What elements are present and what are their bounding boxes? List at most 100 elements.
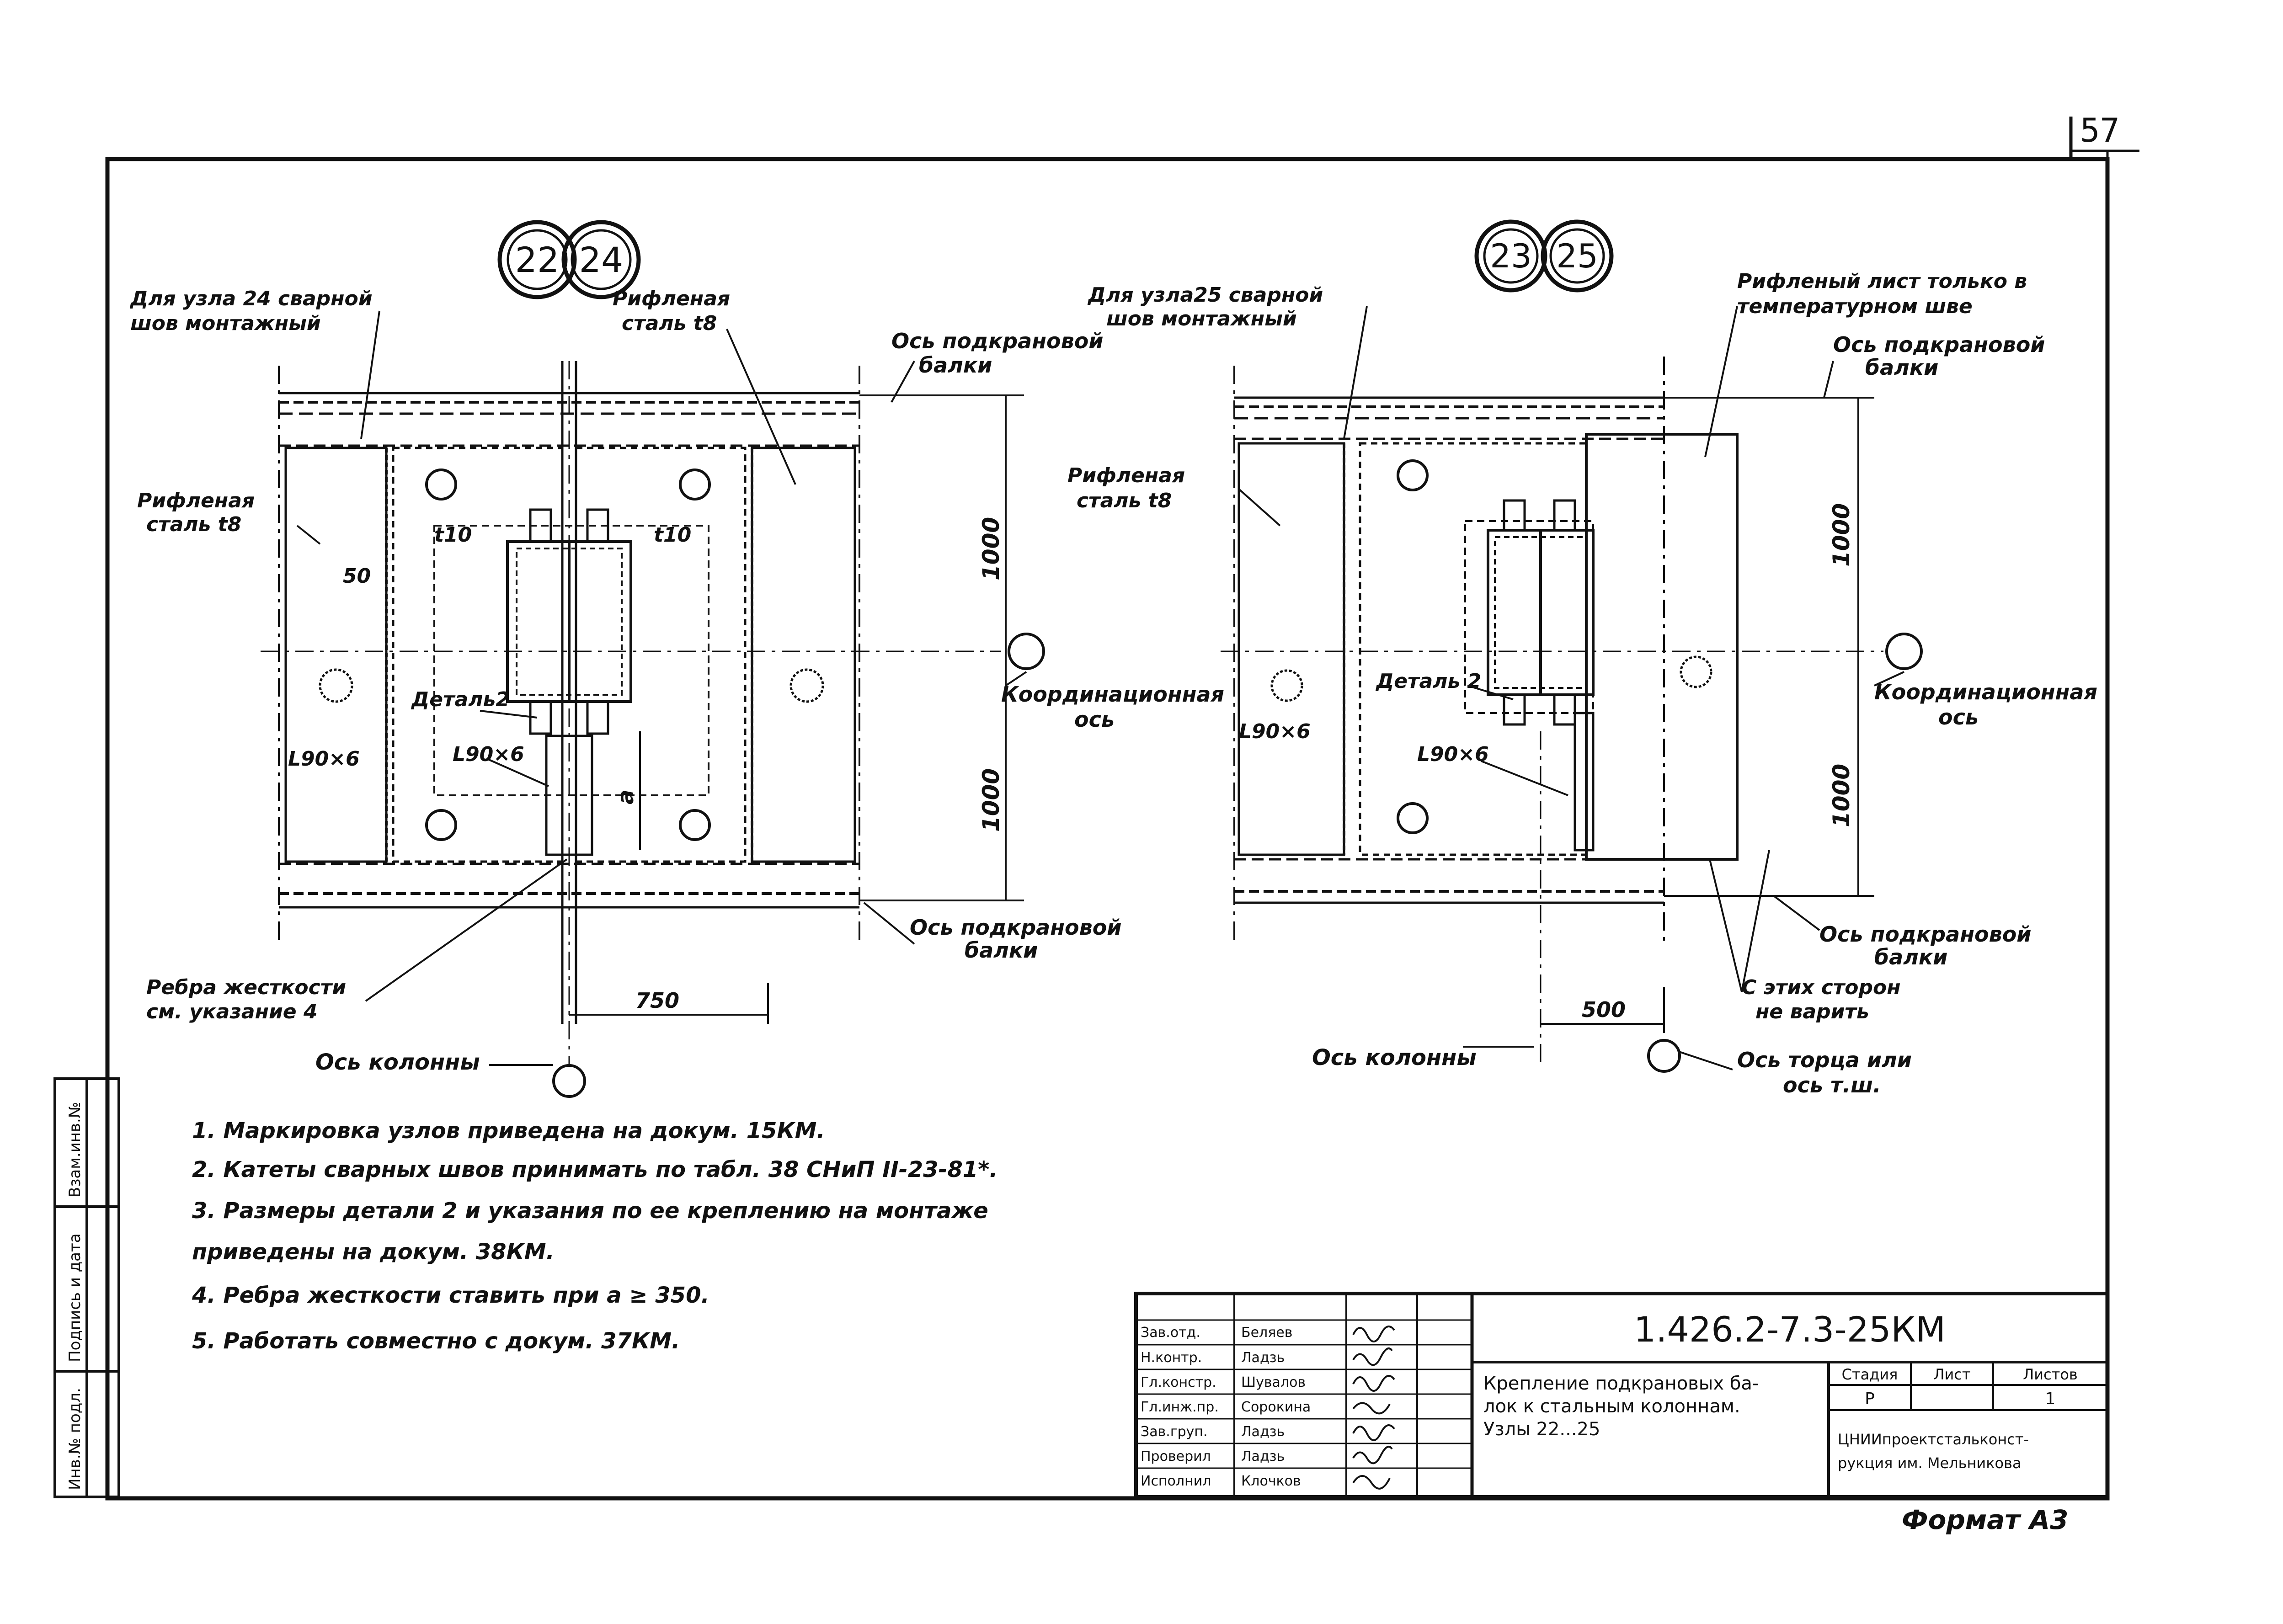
left-angle-left: L90×6: [288, 747, 360, 771]
title-block-signatures: Зав.отд. Беляев Н.контр. Ладзь Гл.констр…: [1141, 1325, 1311, 1489]
left-angle-center: L90×6: [453, 743, 524, 766]
right-no-weld-1: С этих сторон: [1742, 976, 1901, 999]
left-dim-750: 750: [635, 988, 679, 1013]
stamp-original-inv: Инв.№ подл.: [66, 1388, 84, 1490]
right-coord-axis-2: ось: [1938, 705, 1979, 729]
left-coord-axis-2: ось: [1074, 707, 1115, 732]
sig-role-2: Н.контр.: [1141, 1350, 1202, 1366]
right-beam-axis-bottom-2: балки: [1874, 945, 1947, 969]
right-beam-axis-bottom-1: Ось подкрановой: [1819, 922, 2032, 947]
right-plate-side-2: сталь t8: [1077, 489, 1172, 512]
sheets-value: 1: [2045, 1390, 2056, 1408]
sheets-header: Листов: [2023, 1366, 2078, 1383]
stamp-substitute-inv: Взам.инв.№: [66, 1102, 84, 1198]
svg-text:24: 24: [579, 240, 624, 280]
document-code: 1.426.2-7.3-25КМ: [1634, 1309, 1946, 1350]
format-label: Формат А3: [1902, 1504, 2068, 1535]
note-3b: приведены на докум. 38КМ.: [192, 1239, 555, 1265]
right-plate-callout-1: Рифленый лист только в: [1737, 270, 2027, 293]
right-dim-500: 500: [1582, 997, 1626, 1022]
left-beam-axis-top-2: балки: [919, 353, 992, 378]
stamp-signature-date: Подпись и дата: [66, 1233, 84, 1362]
right-plan-view: [1221, 306, 1923, 1073]
left-plate-callout-2: сталь t8: [622, 312, 717, 335]
svg-text:Крепление подкрановых ба-: Крепление подкрановых ба-: [1483, 1373, 1759, 1394]
right-beam-axis-top-2: балки: [1865, 355, 1938, 380]
left-beam-axis-bottom-1: Ось подкрановой: [910, 915, 1122, 940]
side-stamp: [53, 1077, 120, 1498]
drawing-title: Крепление подкрановых ба- лок к стальным…: [1483, 1373, 1759, 1440]
svg-text:22: 22: [515, 240, 560, 280]
right-angle-center: L90×6: [1417, 743, 1489, 766]
sheet-number: 57: [2080, 111, 2120, 149]
sheet-frame: [105, 117, 2139, 1501]
right-coord-axis-1: Координационная: [1874, 680, 2097, 704]
sig-name-5: Ладзь: [1241, 1424, 1285, 1440]
stage-value: Р: [1865, 1390, 1875, 1408]
stage-header: Стадия: [1842, 1366, 1898, 1383]
organization: ЦНИИпроектстальконст- рукция им. Мельник…: [1838, 1431, 2029, 1472]
left-thickness-2: t10: [654, 523, 691, 547]
right-dim-1000-bottom: 1000: [1828, 764, 1855, 827]
left-stiffener-2: см. указание 4: [146, 1000, 318, 1023]
left-detail-label: Деталь2: [411, 688, 510, 711]
sig-name-1: Беляев: [1241, 1325, 1292, 1341]
right-end-axis-1: Ось торца или: [1737, 1048, 1912, 1072]
right-detail-label: Деталь 2: [1375, 670, 1481, 693]
right-angle-left: L90×6: [1239, 720, 1311, 743]
left-plate-side-2: сталь t8: [146, 513, 241, 536]
note-3a: 3. Размеры детали 2 и указания по ее кре…: [192, 1198, 988, 1224]
right-beam-axis-top-1: Ось подкрановой: [1833, 332, 2045, 357]
left-dim-1000-top: 1000: [978, 517, 1004, 580]
note-1: 1. Маркировка узлов приведена на докум. …: [192, 1118, 825, 1144]
general-notes: 1. Маркировка узлов приведена на докум. …: [192, 1118, 998, 1354]
sig-role-4: Гл.инж.пр.: [1141, 1399, 1219, 1415]
sig-name-4: Сорокина: [1241, 1399, 1311, 1415]
sig-role-3: Гл.констр.: [1141, 1374, 1216, 1390]
title-block-grid: [1134, 1292, 2109, 1499]
left-weld-callout-2: шов монтажный: [130, 312, 321, 335]
node-marker-24: 24: [561, 220, 641, 299]
right-plate-callout-2: температурном шве: [1737, 295, 1973, 318]
left-dim-a: а: [613, 790, 639, 804]
right-dim-1000-top: 1000: [1828, 503, 1855, 567]
sig-name-6: Ладзь: [1241, 1448, 1285, 1464]
note-4: 4. Ребра жесткости ставить при а ≥ 350.: [192, 1283, 709, 1308]
right-weld-callout-1: Для узла25 сварной: [1087, 283, 1323, 307]
svg-text:Узлы 22...25: Узлы 22...25: [1483, 1419, 1600, 1440]
svg-text:рукция им. Мельникова: рукция им. Мельникова: [1838, 1454, 2022, 1472]
left-plate-side-1: Рифленая: [137, 489, 255, 512]
left-view-labels: Для узла 24 сварной шов монтажный Рифлен…: [129, 287, 1224, 1075]
left-column-axis: Ось колонны: [315, 1049, 480, 1075]
left-beam-axis-bottom-2: балки: [965, 938, 1038, 963]
note-2: 2. Катеты сварных швов принимать по табл…: [192, 1157, 998, 1182]
right-no-weld-2: не варить: [1755, 1000, 1869, 1023]
left-plate-callout-1: Рифленая: [613, 287, 730, 310]
sig-name-3: Шувалов: [1241, 1374, 1306, 1390]
sheet-header: Лист: [1933, 1366, 1970, 1383]
left-coord-axis-1: Координационная: [1001, 682, 1224, 707]
sig-role-1: Зав.отд.: [1141, 1325, 1200, 1341]
right-plate-side-1: Рифленая: [1067, 464, 1185, 487]
node-marker-23: 23: [1474, 219, 1547, 293]
left-dim-1000-bottom: 1000: [978, 768, 1004, 832]
svg-text:ЦНИИпроектстальконст-: ЦНИИпроектстальконст-: [1838, 1431, 2029, 1448]
sig-name-7: Клочков: [1241, 1473, 1301, 1489]
sig-role-7: Исполнил: [1141, 1473, 1211, 1489]
left-stiffener-1: Ребра жесткости: [146, 976, 346, 999]
handwritten-signatures: [1352, 1326, 1395, 1490]
right-view-labels: Для узла25 сварной шов монтажный Рифлены…: [1067, 270, 2097, 1097]
svg-text:25: 25: [1556, 237, 1598, 275]
svg-text:23: 23: [1490, 237, 1532, 275]
node-marker-25: 25: [1541, 219, 1614, 293]
svg-text:лок к стальным колоннам.: лок к стальным колоннам.: [1483, 1396, 1740, 1417]
left-plan-view: [261, 310, 1045, 1098]
note-5: 5. Работать совместно с докум. 37КМ.: [192, 1328, 680, 1354]
left-beam-axis-top-1: Ось подкрановой: [891, 329, 1104, 353]
sig-role-6: Проверил: [1141, 1448, 1211, 1464]
right-column-axis: Ось колонны: [1312, 1045, 1477, 1070]
right-weld-callout-2: шов монтажный: [1106, 307, 1297, 330]
sig-name-2: Ладзь: [1241, 1350, 1285, 1366]
left-thickness-1: t10: [434, 523, 472, 547]
